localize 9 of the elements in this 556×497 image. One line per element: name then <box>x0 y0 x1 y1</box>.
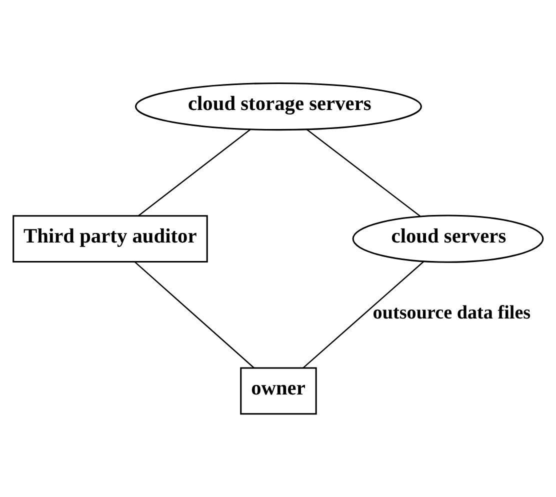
connector <box>138 129 251 216</box>
edge-label: outsource data files <box>372 302 531 324</box>
connector <box>302 261 424 368</box>
connector <box>134 261 254 368</box>
connector <box>306 129 420 217</box>
node-ellipse: cloud storage servers <box>135 82 422 131</box>
node-box: Third party auditor <box>12 215 208 262</box>
node-ellipse: cloud servers <box>352 214 544 263</box>
node-box: owner <box>240 367 317 415</box>
